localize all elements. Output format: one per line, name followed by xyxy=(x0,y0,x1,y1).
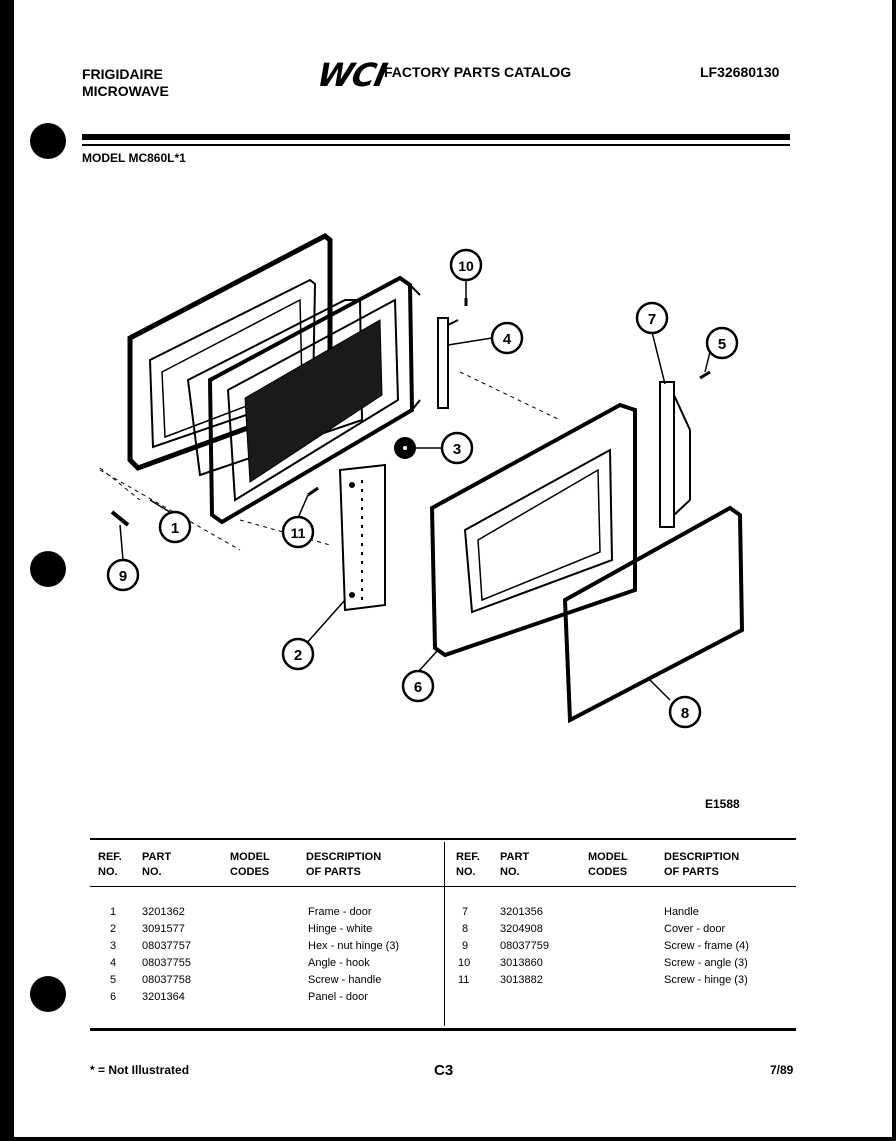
scan-edge-left xyxy=(0,0,14,1141)
brand-line-2: MICROWAVE xyxy=(82,83,169,99)
assembly-lines xyxy=(99,371,561,551)
scan-edge-bottom xyxy=(0,1137,896,1141)
part-angle-hook xyxy=(437,317,459,409)
svg-text:11: 11 xyxy=(291,525,306,541)
brand-line-1: FRIGIDAIRE xyxy=(82,66,163,82)
part-hex-nut xyxy=(394,437,416,459)
svg-text:5: 5 xyxy=(718,336,726,353)
catalog-number: LF32680130 xyxy=(700,64,780,80)
leader-lines xyxy=(119,280,711,701)
svg-text:9: 9 xyxy=(119,568,127,585)
callout-4: 4 xyxy=(490,321,524,355)
callout-8: 8 xyxy=(668,695,702,729)
svg-text:2: 2 xyxy=(294,647,302,664)
header-rule-thin xyxy=(82,144,790,146)
binder-hole-bottom xyxy=(30,976,66,1012)
svg-text:10: 10 xyxy=(458,258,474,274)
binder-hole-top xyxy=(30,123,66,159)
header-ref: REF.NO. xyxy=(98,851,122,878)
callout-2: 2 xyxy=(281,637,315,671)
part-handle xyxy=(659,381,691,528)
svg-text:7: 7 xyxy=(648,311,656,328)
callout-7: 7 xyxy=(635,301,669,335)
callout-3: 3 xyxy=(440,431,474,465)
scan-edge-right xyxy=(892,0,896,1141)
callout-6: 6 xyxy=(401,669,435,703)
callout-10: 10 xyxy=(449,248,483,282)
header-ref-right: REF.NO. xyxy=(456,851,480,878)
exploded-parts-diagram: 1 2 3 4 5 6 7 8 9 10 11 xyxy=(99,233,745,729)
part-door-cover xyxy=(429,402,637,658)
revision-date: 7/89 xyxy=(770,1063,794,1077)
svg-text:3: 3 xyxy=(453,441,461,458)
page-number: C3 xyxy=(434,1062,454,1079)
part-screws xyxy=(110,298,711,527)
svg-text:1: 1 xyxy=(171,520,179,537)
callout-5: 5 xyxy=(705,326,739,360)
figure-id: E1588 xyxy=(705,797,740,811)
callout-11: 11 xyxy=(281,515,315,549)
svg-text:8: 8 xyxy=(681,705,689,722)
table-header-rule xyxy=(90,886,796,887)
part-hinge xyxy=(338,463,386,612)
catalog-title: FACTORY PARTS CATALOG xyxy=(384,64,572,80)
callout-1: 1 xyxy=(158,510,192,544)
callout-9: 9 xyxy=(106,558,140,592)
table-divider xyxy=(444,842,445,1026)
binder-hole-middle xyxy=(30,551,66,587)
not-illustrated-note: * = Not Illustrated xyxy=(90,1063,190,1077)
model-label: MODEL MC860L*1 xyxy=(82,151,186,165)
svg-text:6: 6 xyxy=(414,679,422,696)
svg-text:4: 4 xyxy=(503,331,512,348)
part-panel-door xyxy=(562,505,745,724)
brand-block: FRIGIDAIRE MICROWAVE xyxy=(82,66,169,100)
header-rule-thick xyxy=(82,134,790,140)
callouts: 1 2 3 4 5 6 7 8 9 10 11 xyxy=(106,248,739,729)
part-door-inner xyxy=(207,275,421,525)
